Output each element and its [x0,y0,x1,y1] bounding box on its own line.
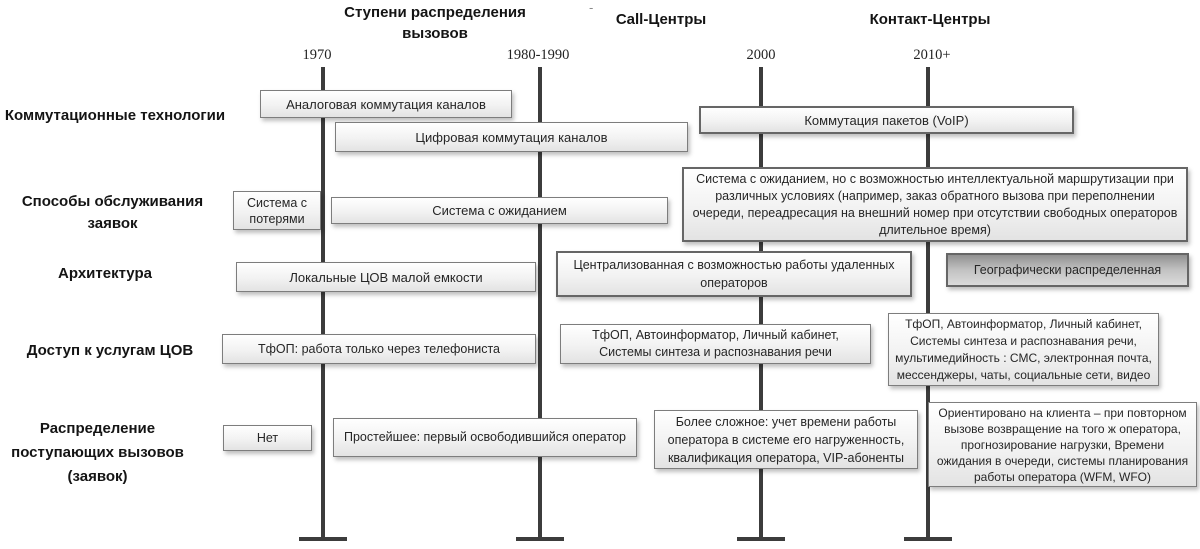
column-title-stages: Ступени распределения вызовов [344,4,526,42]
box-smart-waiting-system: Система с ожиданием, но с возможностью и… [682,167,1188,242]
column-title-call-centers: Call-Центры [615,11,707,28]
row-label-switching-tech: Коммутационные технологии [4,107,226,124]
timeline-line-1970 [321,67,325,538]
year-label-2000: 2000 [746,47,776,63]
timeline-foot-1980-1990 [516,537,564,541]
row-label-service-methods: Способы обслуживания заявок [21,193,204,232]
timeline-line-2010 [926,67,930,538]
timeline-line-2000 [759,67,763,538]
box-local-cov: Локальные ЦОВ малой емкости [236,262,536,292]
box-digital-switching: Цифровая коммутация каналов [335,122,688,152]
row-label-access: Доступ к услугам ЦОВ [26,342,194,359]
timeline-foot-2010 [904,537,952,541]
box-analog-switching: Аналоговая коммутация каналов [260,90,512,118]
top-dash-mark: - [589,0,594,15]
box-loss-system: Система с потерями [233,191,321,230]
timeline-foot-1970 [299,537,347,541]
row-label-distribution: Распределение поступающих вызовов (заяво… [11,420,184,485]
box-access-multimedia: ТфОП, Автоинформатор, Личный кабинет, Си… [888,313,1159,386]
row-label-architecture: Архитектура [58,265,152,282]
box-distribution-client-oriented: Ориентировано на клиента – при повторном… [928,402,1197,487]
timeline-foot-2000 [737,537,785,541]
year-label-1980-1990: 1980-1990 [506,47,570,63]
timeline-line-1980-1990 [538,67,542,538]
year-label-1970: 1970 [302,47,332,63]
box-access-pstn: ТфОП: работа только через телефониста [222,334,536,364]
box-geo-distributed: Географически распределенная [946,253,1189,287]
box-distribution-none: Нет [223,425,312,451]
box-distribution-simple: Простейшее: первый освободившийся операт… [333,418,637,457]
box-centralized-architecture: Централизованная с возможностью работы у… [556,251,912,297]
box-access-selfservice: ТфОП, Автоинформатор, Личный кабинет, Си… [560,324,871,364]
box-distribution-advanced: Более сложное: учет времени работы опера… [654,410,918,469]
box-waiting-system: Система с ожиданием [331,197,668,224]
column-title-contact-centers: Контакт-Центры [869,11,991,28]
box-packet-switching-voip: Коммутация пакетов (VoIP) [699,106,1074,134]
year-label-2010: 2010+ [913,47,951,63]
